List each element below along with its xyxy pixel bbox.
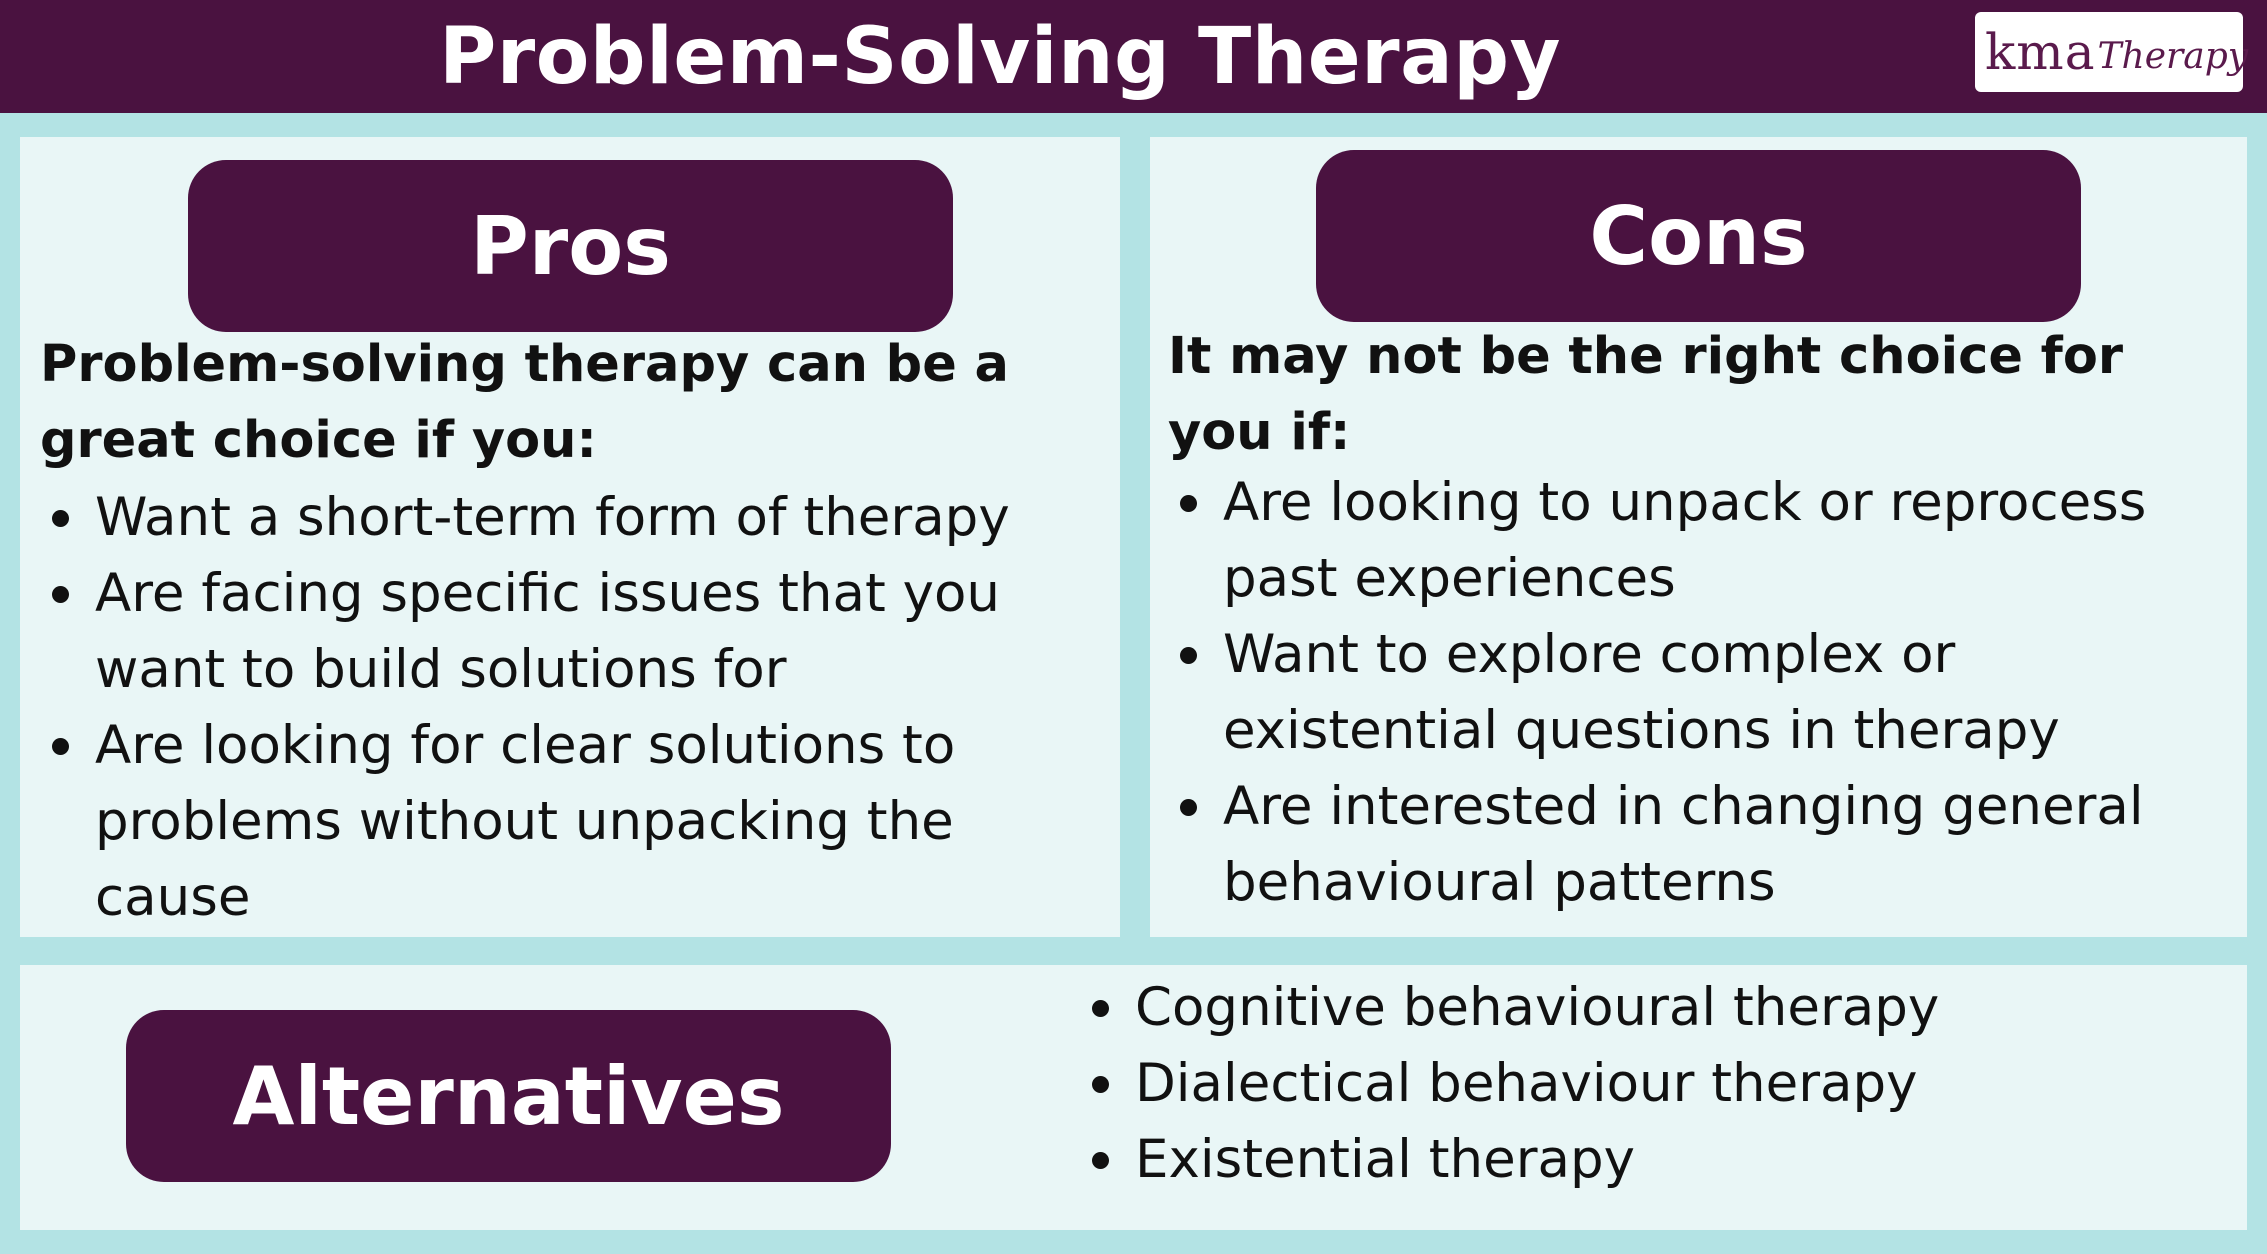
alternatives-panel: Alternatives Cognitive behavioural thera… (20, 965, 2247, 1230)
cons-intro: It may not be the right choice for you i… (1168, 327, 2124, 462)
alternatives-heading: Alternatives (126, 1010, 891, 1182)
logo-therapy-text: Therapy (2097, 35, 2249, 77)
pros-list-item: Want a short-term form of therapy (40, 480, 1120, 556)
alternatives-list-item: Cognitive behavioural therapy (1080, 970, 2230, 1046)
cons-list-item: Want to explore complex or existential q… (1168, 617, 2238, 769)
pros-list-item: Are facing specific issues that you want… (40, 556, 1120, 708)
pros-intro: Problem-solving therapy can be a great c… (40, 335, 1009, 470)
alternatives-list-item: Dialectical behaviour therapy (1080, 1046, 2230, 1122)
header-bar: Problem-Solving Therapy kma Therapy (0, 0, 2267, 113)
pros-heading: Pros (188, 160, 953, 332)
cons-list-item: Are looking to unpack or reprocess past … (1168, 465, 2238, 617)
cons-list-item: Are interested in changing general behav… (1168, 769, 2238, 921)
kma-therapy-logo: kma Therapy (1975, 12, 2248, 92)
pros-list-item: Are looking for clear solutions to probl… (40, 708, 1120, 936)
page-title: Problem-Solving Therapy (439, 11, 1561, 102)
logo-kma-text: kma (1985, 23, 2096, 81)
cons-list: Are looking to unpack or reprocess past … (1168, 465, 2238, 921)
alternatives-list: Cognitive behavioural therapy Dialectica… (1080, 970, 2230, 1198)
cons-heading: Cons (1316, 150, 2081, 322)
pros-panel: Pros Problem-solving therapy can be a gr… (20, 137, 1120, 937)
pros-list: Want a short-term form of therapy Are fa… (40, 480, 1120, 936)
cons-panel: Cons It may not be the right choice for … (1150, 137, 2247, 937)
alternatives-list-item: Existential therapy (1080, 1122, 2230, 1198)
